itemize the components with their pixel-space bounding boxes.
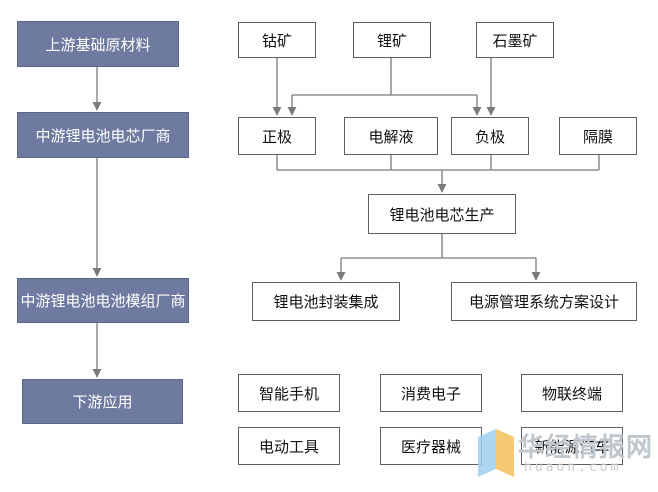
material-graphite: 石墨矿 — [476, 22, 554, 58]
cell-production: 锂电池电芯生产 — [368, 194, 516, 234]
app-iot-terminal: 物联终端 — [521, 374, 623, 412]
watermark: 华经情报网 huaon.com — [474, 427, 658, 492]
stage-midstream-module: 中游锂电池电池模组厂商 — [17, 278, 189, 323]
app-medical-devices: 医疗器械 — [380, 427, 482, 465]
module-bms: 电源管理系统方案设计 — [451, 282, 637, 321]
material-lithium: 锂矿 — [353, 22, 431, 58]
component-separator: 隔膜 — [559, 117, 637, 155]
stage-downstream: 下游应用 — [22, 379, 183, 424]
stage-upstream: 上游基础原材料 — [17, 21, 179, 67]
component-anode: 负极 — [451, 117, 529, 155]
app-consumer-electronics: 消费电子 — [380, 374, 482, 412]
app-smartphone: 智能手机 — [238, 374, 340, 412]
watermark-logo-icon — [478, 429, 514, 477]
app-new-energy-vehicle: 新能源汽车 — [521, 427, 623, 465]
watermark-name: 华经情报网 — [518, 433, 654, 463]
component-cathode: 正极 — [238, 117, 316, 155]
module-packaging: 锂电池封装集成 — [252, 282, 400, 321]
component-electrolyte: 电解液 — [344, 117, 438, 155]
material-cobalt: 钴矿 — [238, 22, 316, 58]
watermark-url: huaon.com — [524, 460, 622, 475]
stage-midstream-cell: 中游锂电池电芯厂商 — [17, 112, 189, 158]
app-power-tools: 电动工具 — [238, 427, 340, 465]
